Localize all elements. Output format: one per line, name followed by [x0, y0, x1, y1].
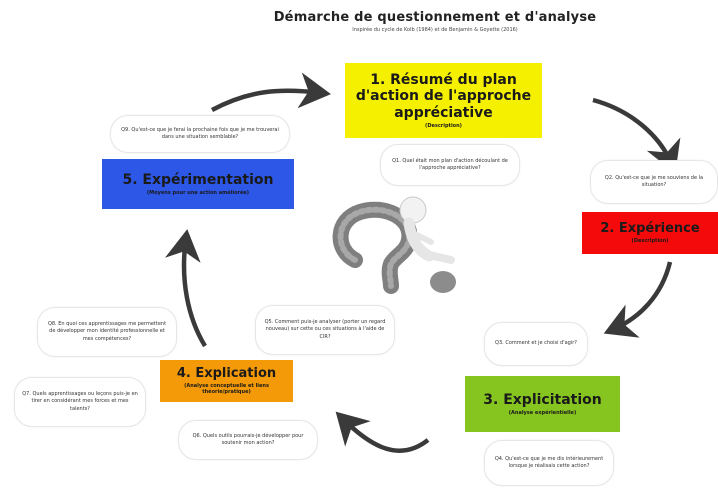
- step-1-sub: (Description): [425, 122, 462, 129]
- arrow-5-to-1: [210, 72, 331, 112]
- question-4: Q4. Qu'est-ce que je me dis intérieureme…: [484, 440, 614, 486]
- arrow-4-to-5: [165, 229, 207, 348]
- step-2-label: 2. Expérience: [600, 220, 700, 236]
- question-5: Q5. Comment puis-je analyser (porter un …: [255, 305, 395, 355]
- step-3-sub: (Analyse expérientielle): [508, 410, 577, 417]
- arrow-3-to-4: [335, 411, 430, 453]
- question-8: Q8. En quoi ces apprentissages me permet…: [37, 307, 177, 357]
- step-4-sub: (Analyse conceptuelle et liens théorie/p…: [184, 383, 269, 396]
- question-7: Q7. Quels apprentissages ou leçons puis-…: [14, 377, 146, 427]
- step-4-box: 4. Explication (Analyse conceptuelle et …: [160, 360, 293, 402]
- arrow-2-to-3: [603, 261, 673, 338]
- step-2-box: 2. Expérience (Description): [582, 212, 718, 254]
- step-3-box: 3. Explicitation (Analyse expérientielle…: [465, 376, 620, 432]
- thinking-figure-question-mark-icon: [332, 196, 456, 294]
- question-6: Q6. Quels outils pourrais-je développer …: [178, 420, 318, 460]
- step-5-sub: (Moyens pour une action améliorée): [146, 190, 250, 197]
- step-1-label: 1. Résumé du plan d'action de l'approche…: [355, 72, 532, 121]
- question-1: Q1. Quel était mon plan d'action découla…: [380, 144, 520, 186]
- step-5-label: 5. Expérimentation: [122, 171, 274, 188]
- question-3: Q3. Comment et je choisi d'agir?: [484, 322, 588, 366]
- arrow-1-to-2: [592, 97, 681, 174]
- step-1-box: 1. Résumé du plan d'action de l'approche…: [345, 63, 542, 138]
- step-2-sub: (Description): [631, 238, 669, 245]
- question-9: Q9. Qu'est-ce que je ferai la prochaine …: [110, 115, 290, 153]
- question-2: Q2. Qu'est-ce que je me souviens de la s…: [590, 160, 718, 204]
- diagram-title: Démarche de questionnement et d'analyse: [273, 10, 597, 25]
- step-5-box: 5. Expérimentation (Moyens pour une acti…: [102, 159, 294, 209]
- step-3-label: 3. Explicitation: [483, 391, 602, 408]
- diagram-subtitle: Inspirée du cycle de Kolb (1984) et de B…: [352, 27, 518, 33]
- step-4-label: 4. Explication: [176, 365, 277, 381]
